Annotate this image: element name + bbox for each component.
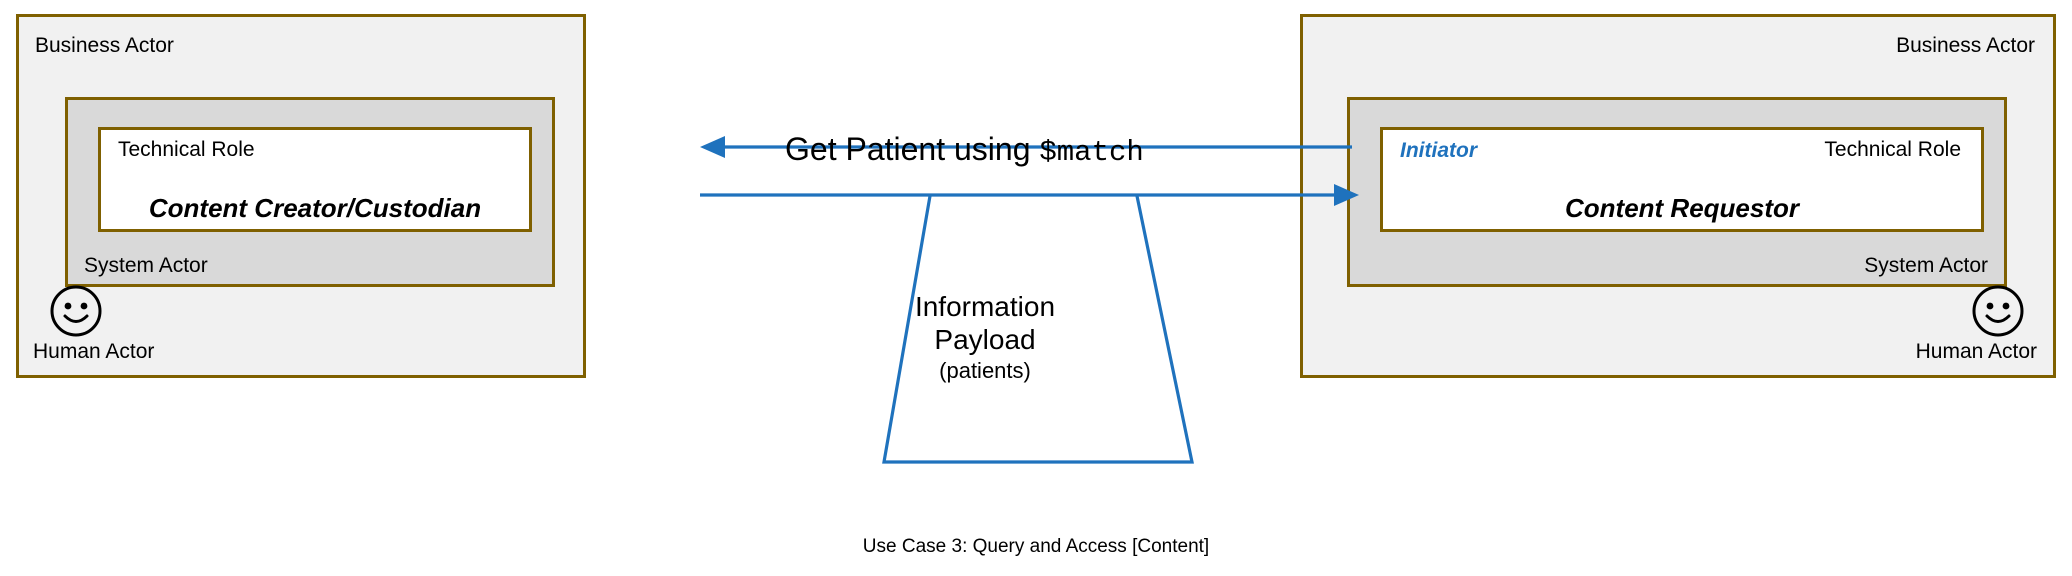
technical-role-label-left: Technical Role xyxy=(118,138,255,161)
smiley-face-icon xyxy=(1972,285,2024,337)
information-payload-label: Information Payload (patients) xyxy=(870,290,1100,386)
payload-line-1: Information xyxy=(914,291,1056,322)
human-actor-label-left: Human Actor xyxy=(33,340,155,363)
business-actor-label-right: Business Actor xyxy=(1896,34,2035,57)
response-arrow[interactable] xyxy=(700,184,1359,206)
role-name-content-creator: Content Creator/Custodian xyxy=(148,193,482,223)
business-actor-panel-right[interactable]: Business Actor Initiator Technical Role … xyxy=(1300,14,2056,378)
request-message-text: Get Patient using xyxy=(785,131,1040,167)
business-actor-panel-left[interactable]: Business Actor Technical Role Content Cr… xyxy=(16,14,586,378)
human-actor-right[interactable]: Human Actor xyxy=(1887,284,2037,365)
human-actor-left[interactable]: Human Actor xyxy=(33,284,183,365)
technical-role-label-right: Technical Role xyxy=(1824,138,1961,161)
payload-line-2: Payload xyxy=(934,324,1036,355)
technical-role-box-right[interactable]: Initiator Technical Role Content Request… xyxy=(1380,127,1984,232)
smiley-face-icon xyxy=(50,285,102,337)
business-actor-label-left: Business Actor xyxy=(35,34,174,57)
request-message-label: Get Patient using $match xyxy=(785,130,1144,172)
payload-subtitle: (patients) xyxy=(939,358,1031,383)
request-message-operation: $match xyxy=(1039,136,1144,169)
technical-role-box-left[interactable]: Technical Role Content Creator/Custodian xyxy=(98,127,532,232)
system-actor-label-left: System Actor xyxy=(84,254,208,277)
system-actor-label-right: System Actor xyxy=(1864,254,1988,277)
diagram-caption: Use Case 3: Query and Access [Content] xyxy=(862,536,1210,557)
system-actor-panel-left[interactable]: Technical Role Content Creator/Custodian… xyxy=(65,97,555,287)
role-name-content-requestor: Content Requestor xyxy=(1565,193,1799,223)
initiator-badge: Initiator xyxy=(1400,139,1477,162)
human-actor-label-right: Human Actor xyxy=(1915,340,2037,363)
system-actor-panel-right[interactable]: Initiator Technical Role Content Request… xyxy=(1347,97,2007,287)
